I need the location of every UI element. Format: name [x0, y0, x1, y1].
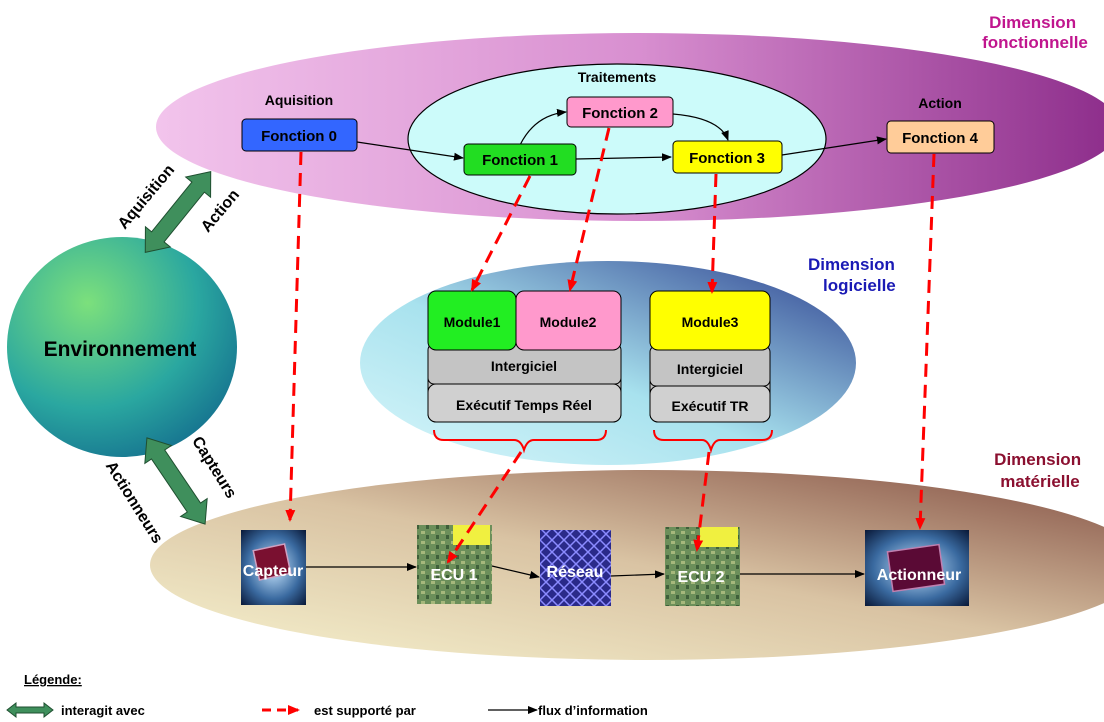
ecu-1-component: ECU 1: [417, 525, 492, 604]
brace-right: [653, 429, 773, 454]
intergiciel-left-label: Intergiciel: [491, 358, 557, 374]
module1-label: Module1: [444, 314, 501, 330]
capteur-label: Capteur: [243, 563, 303, 580]
supported-f0-capteur: [285, 151, 303, 522]
fonction-3-label: Fonction 3: [689, 150, 765, 167]
flow-f2-f3: [672, 113, 729, 141]
functional-title-line1: Dimension: [989, 13, 1076, 32]
intergiciel-right-label: Intergiciel: [677, 361, 743, 377]
legend-title: Légende:: [24, 672, 82, 687]
reseau-component: Réseau: [540, 530, 611, 606]
supported-stack-ecu1: [446, 451, 523, 564]
executif-tr-label: Exécutif TR: [671, 398, 748, 414]
legend: Légende: interagit avec est supporté par…: [6, 672, 648, 719]
legend-supporte-label: est supporté par: [314, 703, 416, 718]
hardware-title-line1: Dimension: [994, 450, 1081, 469]
software-title-line1: Dimension: [808, 255, 895, 274]
fonction-3-box: Fonction 3: [672, 140, 783, 174]
ecu-2-label: ECU 2: [677, 569, 724, 586]
traitements-ellipse: [407, 63, 827, 215]
hardware-dimension-title: Dimension matérielle: [994, 450, 1086, 491]
software-stack-right: Exécutif TR Intergiciel Module3: [649, 290, 771, 423]
fonction-2-label: Fonction 2: [582, 105, 658, 122]
supported-stack-ecu2: [693, 451, 711, 552]
software-stack-left: Exécutif Temps Réel Intergiciel Module1 …: [427, 290, 622, 423]
brace-left: [433, 429, 607, 454]
flow-reseau-ecu2: [610, 570, 665, 579]
fonction-1-label: Fonction 1: [482, 152, 558, 169]
environment-circle: [7, 237, 237, 457]
env-actionneurs-label: Actionneurs: [102, 459, 166, 547]
reseau-label: Réseau: [547, 564, 604, 581]
software-title-line2: logicielle: [823, 276, 896, 295]
interaction-arrow-top: [144, 170, 212, 254]
module3-label: Module3: [682, 314, 739, 330]
fonction-4-box: Fonction 4: [886, 120, 995, 154]
aquisition-label: Aquisition: [265, 92, 333, 108]
ecu-1-label: ECU 1: [430, 567, 477, 584]
module2-label: Module2: [540, 314, 597, 330]
supported-f2-module2: [567, 127, 611, 292]
traitements-label: Traitements: [578, 69, 657, 85]
env-action-label: Action: [198, 187, 243, 236]
supported-f1-module1: [470, 175, 532, 292]
action-label: Action: [918, 95, 962, 111]
functional-title-line2: fonctionnelle: [982, 33, 1088, 52]
environment-label: Environnement: [44, 338, 197, 361]
fonction-4-label: Fonction 4: [902, 130, 978, 147]
fonction-1-box: Fonction 1: [463, 143, 577, 176]
flow-f3-f4: [781, 136, 887, 156]
executif-temps-reel-label: Exécutif Temps Réel: [456, 397, 592, 413]
hardware-dimension-ellipse: [150, 470, 1104, 660]
flow-f0-f1: [356, 141, 464, 161]
actionneur-label: Actionneur: [877, 567, 961, 584]
env-capteurs-label: Capteurs: [188, 434, 239, 502]
flow-f1-f2: [519, 108, 567, 146]
flow-ecu1-reseau: [491, 565, 540, 579]
legend-double-arrow-icon: [6, 701, 54, 719]
fonction-0-box: Fonction 0: [241, 118, 358, 152]
flow-f1-f3: [575, 153, 672, 162]
ecu-2-component: ECU 2: [665, 527, 740, 606]
software-dimension-title: Dimension logicielle: [808, 255, 900, 295]
actionneur-component: Actionneur: [865, 530, 969, 606]
interaction-arrow-bottom: [144, 437, 208, 525]
functional-dimension-title: Dimension fonctionnelle: [982, 13, 1088, 52]
capteur-component: Capteur: [241, 530, 306, 605]
legend-interagit-label: interagit avec: [61, 703, 145, 718]
legend-flux-label: flux d’information: [538, 703, 648, 718]
fonction-0-label: Fonction 0: [261, 128, 337, 145]
supported-f4-actionneur: [915, 153, 936, 530]
hardware-title-line2: matérielle: [1000, 472, 1079, 491]
fonction-2-box: Fonction 2: [566, 96, 674, 128]
